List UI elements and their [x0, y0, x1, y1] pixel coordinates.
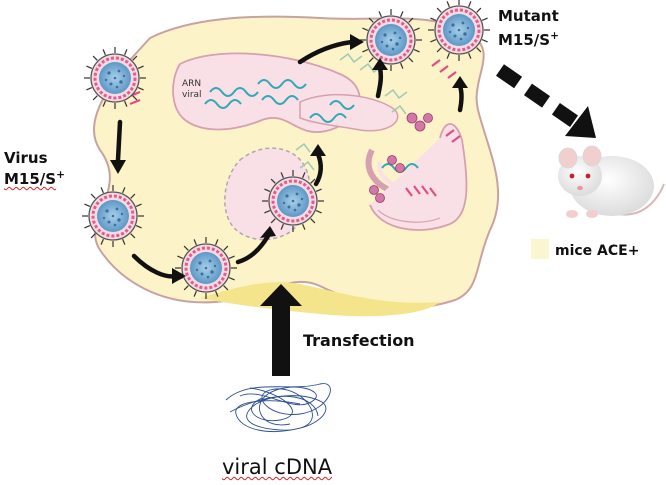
virus-label-line2: M15/S+	[4, 169, 65, 190]
virus-label-line1: Virus	[4, 149, 48, 167]
mutant-label: Mutant M15/S+	[498, 4, 559, 52]
mutant-label-line1: Mutant	[498, 7, 559, 25]
pathway-arrowheads	[110, 34, 468, 284]
transfection-label: Transfection	[303, 331, 415, 350]
mice-ace-label: mice ACE+	[555, 243, 640, 259]
viral-cdna-label: viral cDNA	[222, 455, 333, 479]
mutant-strain: M15/S	[498, 31, 551, 49]
dashed-arrow-to-mice	[496, 64, 596, 138]
virus-label: Virus M15/S+	[4, 148, 65, 190]
viral-rna-strands	[204, 79, 419, 173]
arn-label-line2: viral	[182, 90, 202, 100]
mouse-icon	[558, 145, 665, 218]
mutant-label-line2: M15/S+	[498, 28, 559, 52]
mice-legend-swatch	[531, 239, 549, 259]
virus-strain-sup: +	[56, 169, 65, 181]
rough-er	[172, 52, 399, 133]
virus-strain: M15/S	[4, 170, 57, 188]
arn-viral-label: ARN viral	[182, 79, 202, 101]
arn-label-line1: ARN	[182, 79, 202, 89]
transfection-arrow	[260, 284, 302, 376]
mutant-strain-sup: +	[550, 30, 559, 42]
golgi-apparatus	[365, 123, 468, 231]
viral-cdna-scribble	[225, 383, 331, 432]
ribosome-icon	[369, 112, 433, 203]
